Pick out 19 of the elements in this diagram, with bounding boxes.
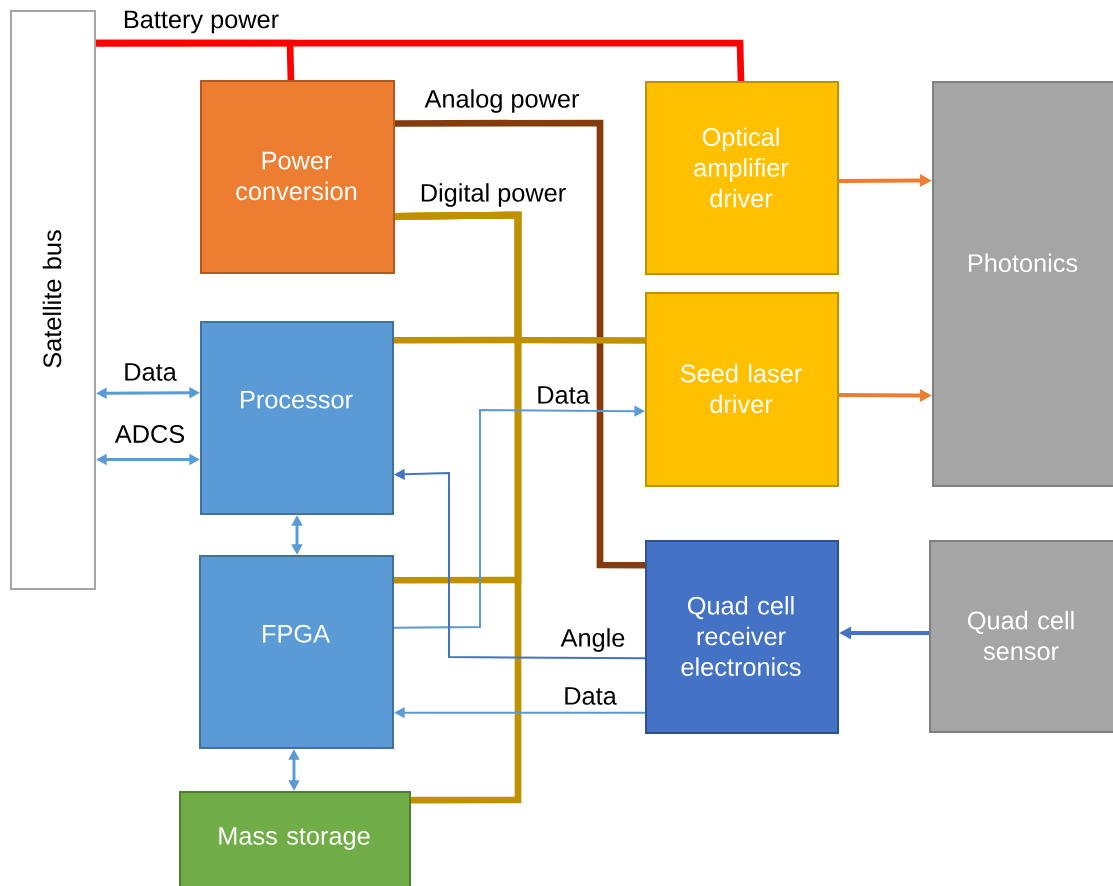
- edge-label: Analog power: [423, 87, 581, 115]
- process-box: Photonics: [932, 81, 1113, 487]
- process-box: Processor: [200, 321, 394, 515]
- process-box: Quad cell receiver electronics: [645, 540, 839, 734]
- process-box: Mass storage: [179, 791, 411, 886]
- connector-line: [394, 211, 522, 804]
- edge-label: Data: [534, 384, 592, 406]
- process-box: Power conversion: [200, 80, 395, 274]
- edge-label: Data: [561, 685, 619, 707]
- edge-label: ADCS: [113, 423, 187, 445]
- edge-label: Digital power: [418, 181, 568, 209]
- process-box: FPGA: [199, 555, 394, 749]
- process-box: Quad cell sensor: [929, 540, 1113, 733]
- edge-label: Battery power: [121, 9, 281, 35]
- edge-label: Data: [121, 361, 179, 383]
- edge-label: Angle: [559, 626, 627, 654]
- process-box: Optical amplifier driver: [645, 81, 839, 275]
- process-box: Seed laser driver: [645, 292, 839, 487]
- satellite-bus-box: Satellite bus: [10, 10, 96, 590]
